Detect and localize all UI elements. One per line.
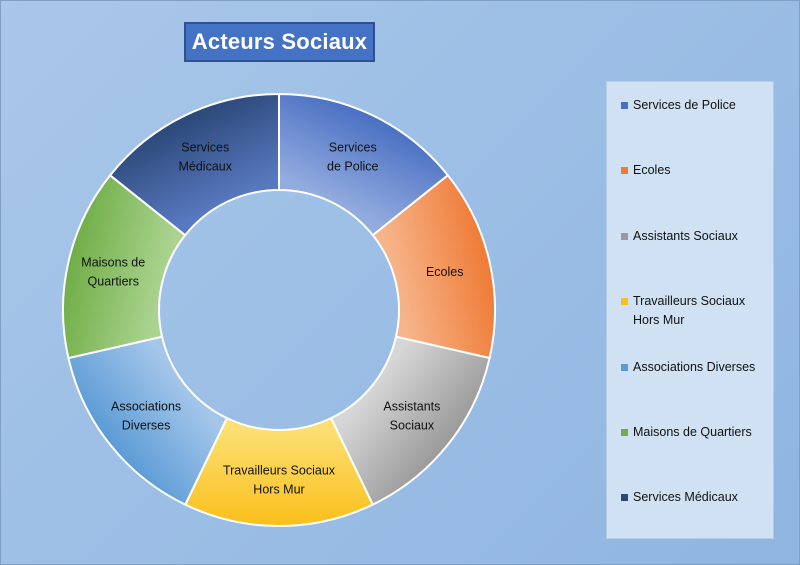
legend-item: Maisons de Quartiers <box>621 423 769 442</box>
legend-swatch <box>621 494 628 501</box>
chart-title: Acteurs Sociaux <box>184 22 375 62</box>
legend-item: Associations Diverses <box>621 358 769 377</box>
legend-swatch <box>621 102 628 109</box>
legend-label: Services Médicaux <box>633 490 738 504</box>
legend-item: Ecoles <box>621 161 769 180</box>
legend-item: Assistants Sociaux <box>621 227 769 246</box>
legend-label: Services de Police <box>633 98 736 112</box>
legend-swatch <box>621 429 628 436</box>
legend-item: Services de Police <box>621 96 769 115</box>
legend-swatch <box>621 364 628 371</box>
legend-item: Services Médicaux <box>621 488 769 507</box>
donut-slice <box>108 92 280 237</box>
slice-label: Ecoles <box>426 265 464 279</box>
legend-label: Assistants Sociaux <box>633 229 738 243</box>
legend-swatch <box>621 233 628 240</box>
legend-swatch <box>621 298 628 305</box>
legend-label: Ecoles <box>633 163 671 177</box>
legend-label: Maisons de Quartiers <box>633 425 752 439</box>
legend-label: Associations Diverses <box>633 360 756 374</box>
legend-swatch <box>621 167 628 174</box>
